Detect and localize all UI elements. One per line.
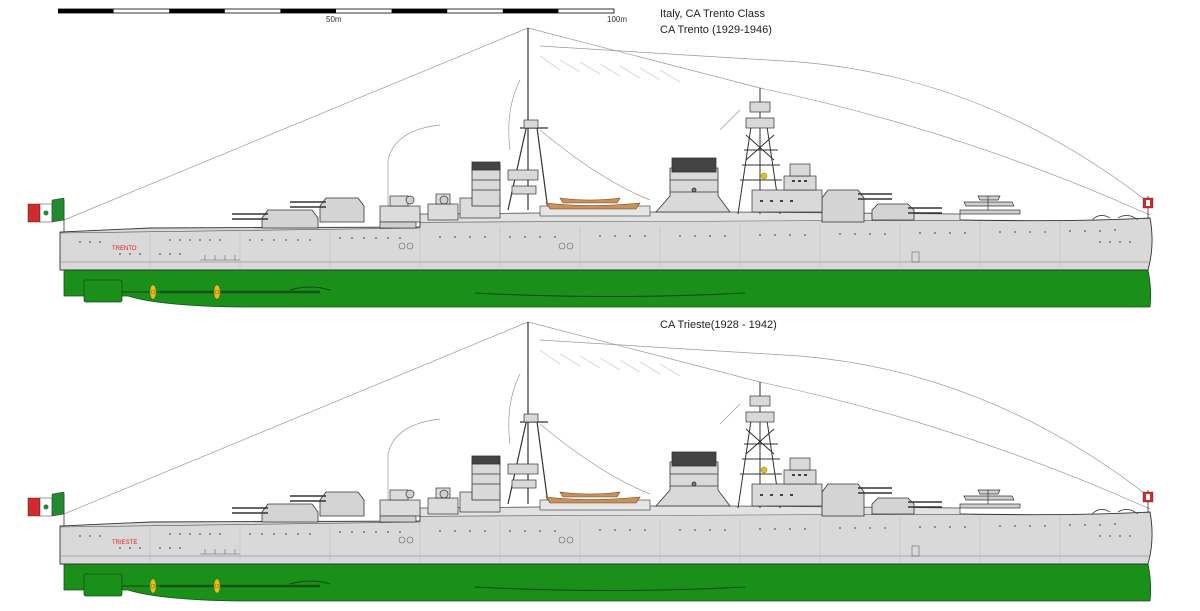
ship2-title: CA Trieste(1928 - 1942) [660,319,777,331]
hull-name-trento: TRENTO [112,246,137,252]
ship-trento [26,26,1155,309]
ship1-title: CA Trento (1929-1946) [660,24,772,36]
ship-trieste [26,320,1155,603]
scale-bar-graphic [58,8,615,14]
hull-name-trieste: TRIESTE [112,540,137,546]
scale-label-50m: 50m [326,15,342,24]
scale-bar: 50m 100m [58,8,627,24]
class-title: Italy, CA Trento Class [660,8,765,20]
scale-label-100m: 100m [607,15,628,24]
